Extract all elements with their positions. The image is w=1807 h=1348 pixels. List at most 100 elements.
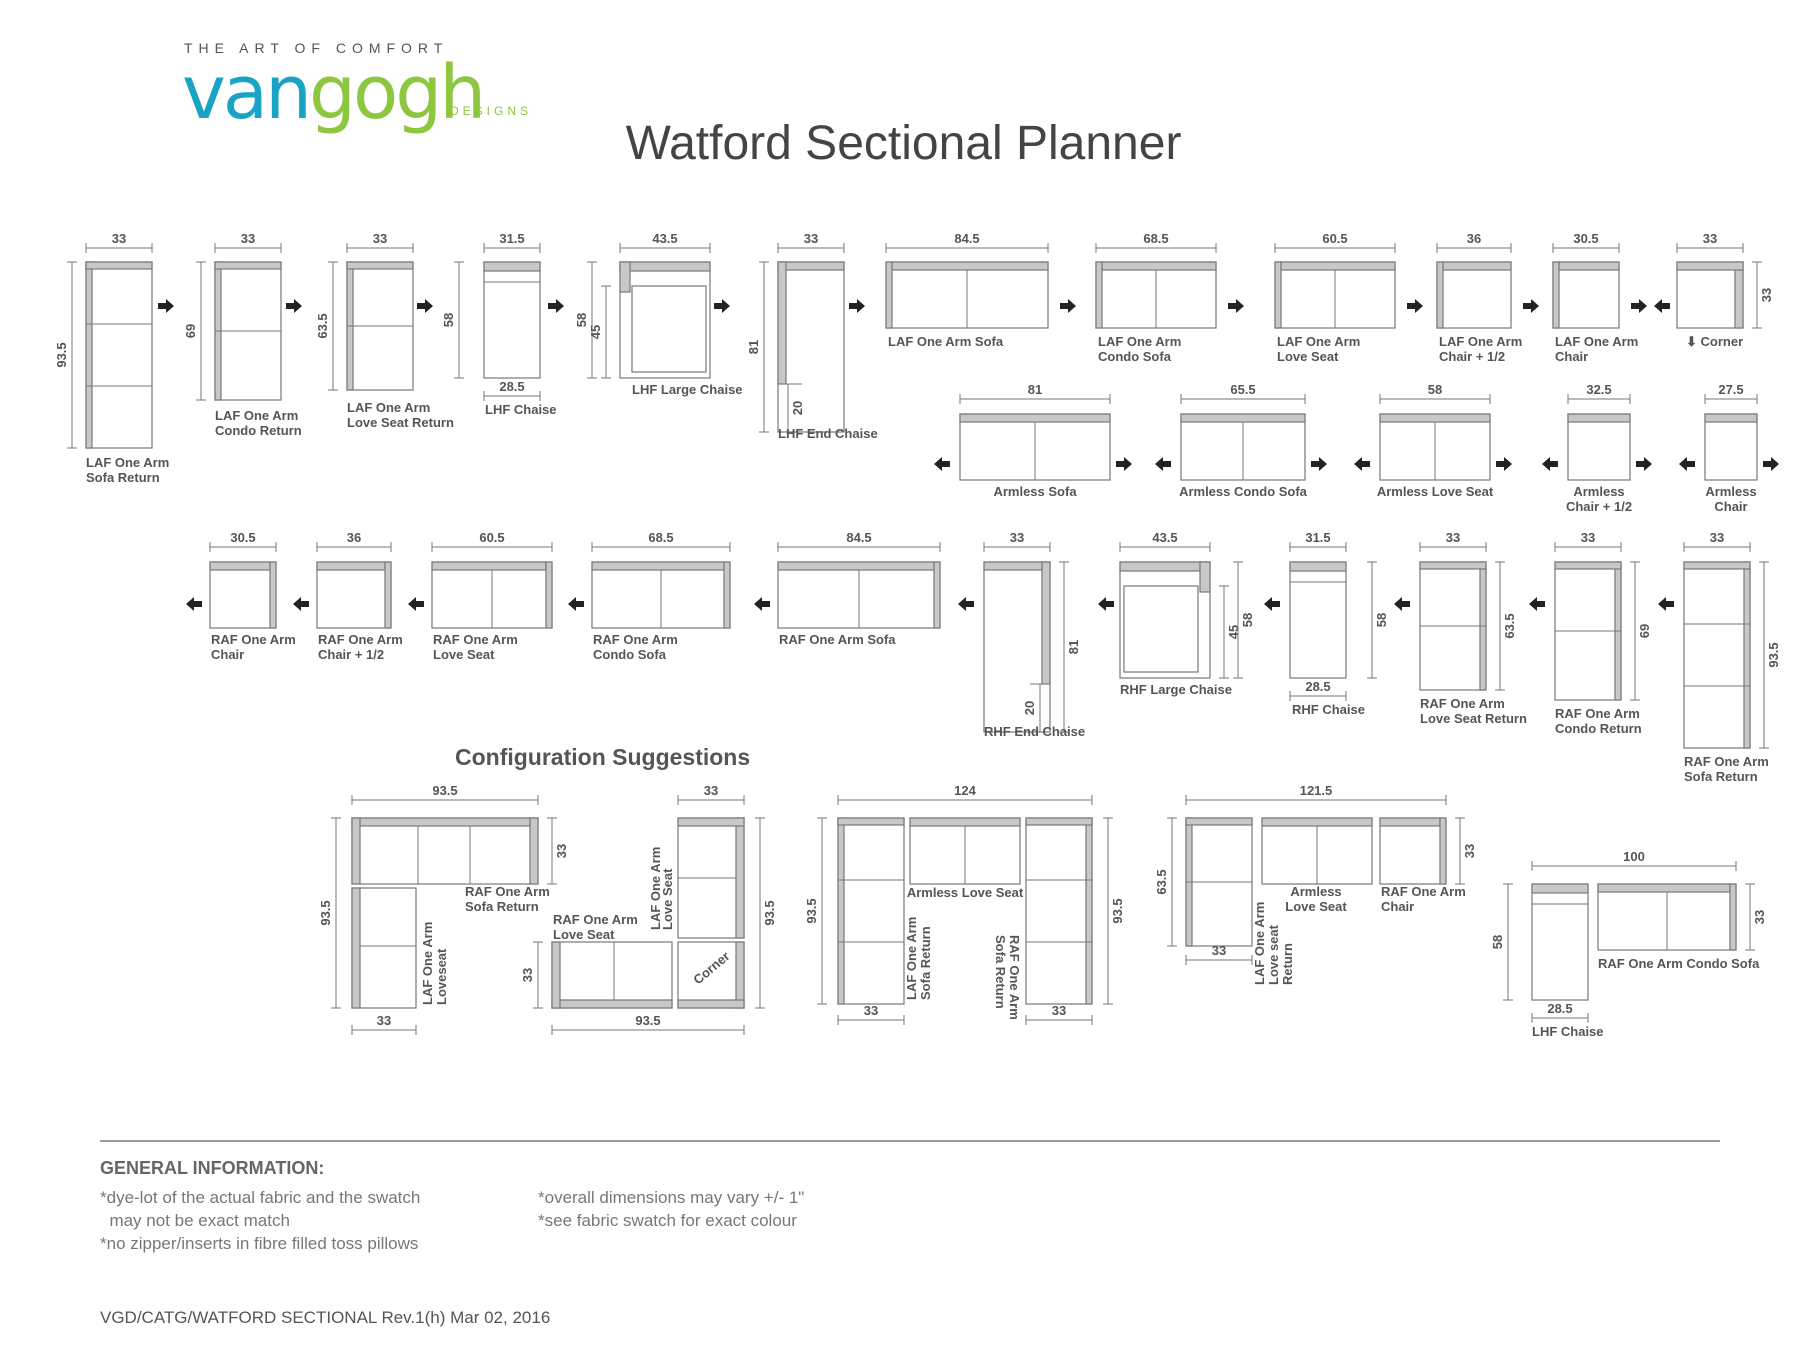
piece-body <box>209 561 277 629</box>
document-code: VGD/CATG/WATFORD SECTIONAL Rev.1(h) Mar … <box>100 1308 551 1327</box>
piece-back <box>1379 413 1491 423</box>
piece-label: Condo Sofa <box>593 647 667 662</box>
piece-arm <box>1199 561 1211 593</box>
piece-arm <box>85 261 153 270</box>
dimension-label: 63.5 <box>1502 613 1517 638</box>
arrow-left-icon <box>934 457 950 471</box>
piece-label: Sofa Return <box>465 899 539 914</box>
config-label: LAF One Arm <box>420 922 435 1005</box>
piece-label: Chair + 1/2 <box>318 647 384 662</box>
piece-body <box>1552 261 1620 329</box>
arrow-right-icon <box>1060 299 1076 313</box>
piece-back <box>1289 561 1347 572</box>
logo-tagline: THE ART OF COMFORT <box>184 40 449 56</box>
dimension-label: 30.5 <box>1573 231 1598 246</box>
piece-label: RAF One Arm <box>1555 706 1640 721</box>
dimension-label: 93.5 <box>432 783 457 798</box>
piece-label: RHF End Chaise <box>984 724 1085 739</box>
piece-label: LAF One Arm <box>1098 334 1181 349</box>
piece-back <box>1101 261 1217 271</box>
dimension-label: 33 <box>1010 530 1024 545</box>
dimension-label: 36 <box>347 530 361 545</box>
piece-arm <box>384 561 392 629</box>
piece-body <box>351 887 417 1009</box>
dimension-label: 33 <box>704 783 718 798</box>
piece-body <box>677 941 745 1009</box>
info-notes-left: *dye-lot of the actual fabric and the sw… <box>100 1186 420 1255</box>
piece-back <box>1558 261 1620 271</box>
arrow-right-icon <box>158 299 174 313</box>
dimension-label: 20 <box>1022 701 1037 715</box>
dimension-label: 69 <box>1637 624 1652 638</box>
piece-back <box>85 261 93 449</box>
arrow-left-icon <box>408 597 424 611</box>
piece-label: LAF One Arm <box>86 455 169 470</box>
piece-arm <box>1554 561 1622 570</box>
piece-label: Love Seat Return <box>347 415 454 430</box>
arrow-left-icon <box>958 597 974 611</box>
piece-label: LAF One Arm <box>347 400 430 415</box>
dimension-label: 124 <box>954 783 976 798</box>
dimension-label: 93.5 <box>762 900 777 925</box>
dimension-label: 58 <box>1490 935 1505 949</box>
piece-body <box>1676 261 1744 329</box>
piece-back <box>1567 413 1631 423</box>
piece-label: RAF One Arm <box>433 632 518 647</box>
piece-arm <box>677 817 745 827</box>
dimension-label: 33 <box>1212 943 1226 958</box>
arrow-right-icon <box>1636 457 1652 471</box>
logo-designs: DESIGNS <box>450 104 533 118</box>
piece-label: ⬇ Corner <box>1686 334 1743 349</box>
dimension-label: 33 <box>1759 288 1774 302</box>
piece-label: Chair <box>1555 349 1588 364</box>
arrow-left-icon <box>186 597 202 611</box>
dimension-label: 31.5 <box>499 231 524 246</box>
dimension-label: 30.5 <box>230 530 255 545</box>
piece-arm <box>1025 817 1093 826</box>
info-note: *no zipper/inserts in fibre filled toss … <box>100 1234 419 1253</box>
piece-arm <box>1552 261 1560 329</box>
piece-label: RAF One Arm <box>593 632 678 647</box>
piece-arm <box>1185 817 1253 826</box>
dimension-label: 58 <box>1374 613 1389 627</box>
piece-arm <box>1436 261 1444 329</box>
dimension-label: 93.5 <box>1110 898 1125 923</box>
arrow-right-icon <box>417 299 433 313</box>
dimension-label: 58 <box>1428 382 1442 397</box>
config-label: Armless Love Seat <box>907 885 1024 900</box>
piece-back <box>959 413 1111 423</box>
piece-body <box>1025 817 1093 1005</box>
dimension-label: 33 <box>1446 530 1460 545</box>
info-heading: GENERAL INFORMATION: <box>100 1158 325 1178</box>
piece-back <box>677 999 745 1009</box>
arrow-right-icon <box>286 299 302 313</box>
piece-arm <box>214 261 282 270</box>
piece-label: LAF One Arm <box>1277 334 1360 349</box>
config-label: LAF One Arm <box>648 847 663 930</box>
piece-label: Armless Condo Sofa <box>1179 484 1308 499</box>
info-note: *overall dimensions may vary +/- 1" <box>538 1188 805 1207</box>
piece-label: RAF One Arm <box>211 632 296 647</box>
dimension-label: 68.5 <box>1143 231 1168 246</box>
dimension-label: 81 <box>746 340 761 354</box>
piece-label: LHF Large Chaise <box>632 382 743 397</box>
piece-arm <box>1041 561 1051 685</box>
arrow-left-icon <box>1542 457 1558 471</box>
piece-back <box>777 561 935 571</box>
dimension-label: 33 <box>112 231 126 246</box>
piece-back <box>983 561 1051 571</box>
piece-label: RAF One Arm Sofa <box>779 632 896 647</box>
piece-arm <box>1274 261 1282 329</box>
piece-back <box>1597 883 1731 893</box>
dimension-label: 45 <box>588 325 603 339</box>
